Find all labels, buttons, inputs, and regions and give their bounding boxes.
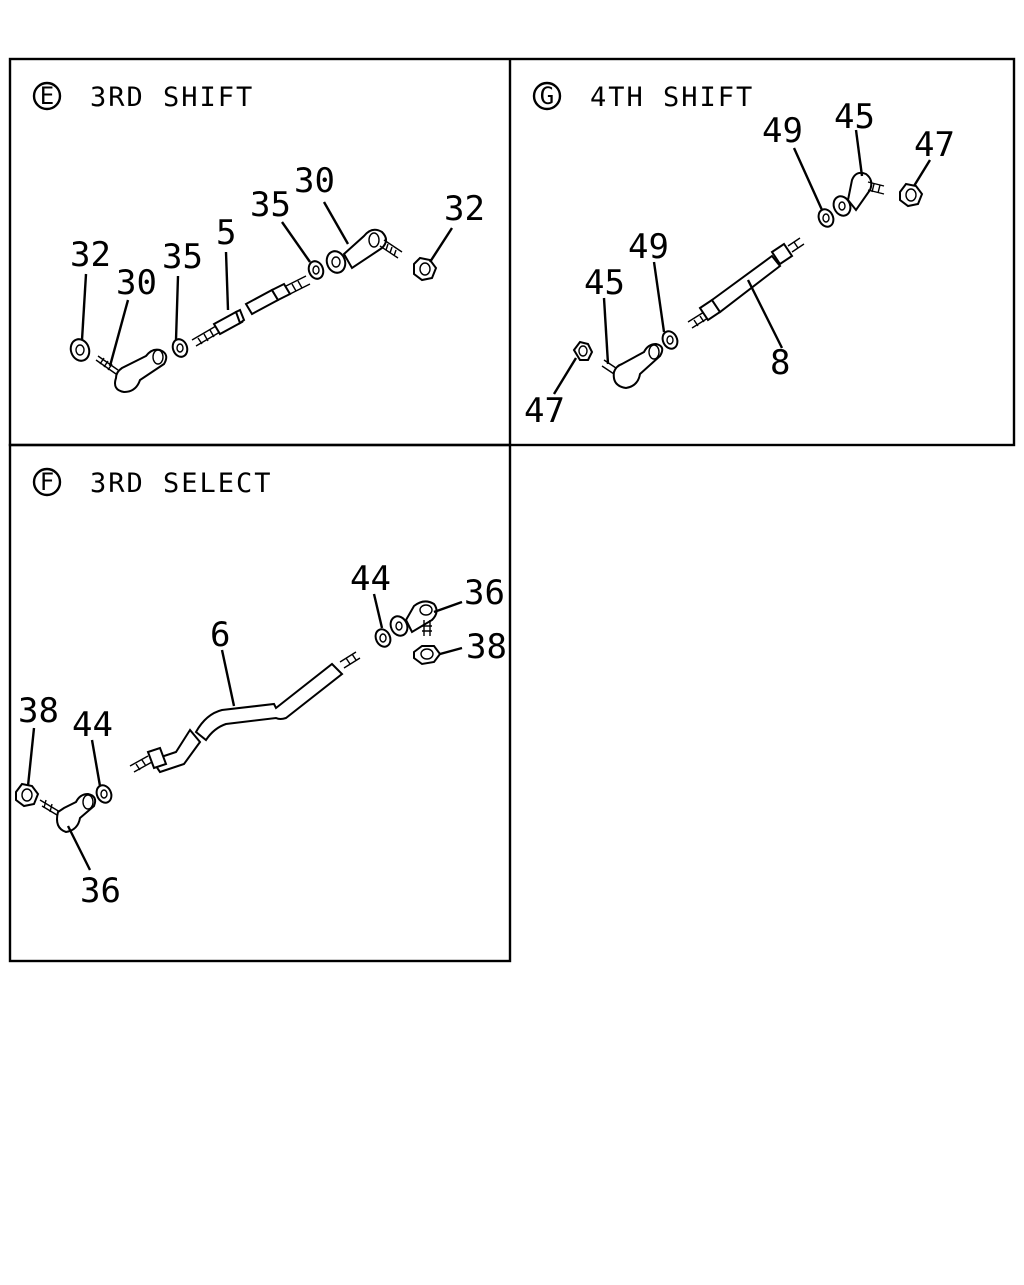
label-45-left: 45	[584, 263, 625, 303]
panel-f-letter: F	[40, 468, 54, 496]
panel-e-circle-icon	[32, 81, 62, 111]
panel-f-parts	[15, 600, 442, 834]
panel-f-3rd-select: F 3RD SELECT	[15, 467, 507, 911]
label-49-mid: 49	[628, 227, 669, 267]
label-32-left: 32	[70, 235, 111, 275]
panel-f-circle-icon	[32, 467, 62, 497]
rod-end-36-left	[39, 792, 97, 834]
label-44-top: 44	[350, 559, 391, 599]
label-47-top: 47	[914, 125, 955, 165]
rod-end-30-left	[95, 348, 168, 394]
panel-g-parts	[572, 171, 924, 390]
panel-e-header: E 3RD SHIFT	[32, 81, 254, 113]
rod-8	[687, 237, 805, 329]
panel-g-title: 4TH SHIFT	[590, 82, 754, 113]
rod-5	[191, 275, 311, 347]
panel-e-letter: E	[40, 82, 54, 110]
panel-g-header: G 4TH SHIFT	[532, 81, 754, 113]
label-35-right: 35	[250, 185, 291, 225]
label-38-left: 38	[18, 691, 59, 731]
nut-32-right	[413, 256, 438, 282]
panel-frames	[8, 57, 1016, 963]
label-44-left: 44	[72, 705, 113, 745]
panel-f-labels: 44 36 6 38 38 44 36	[18, 559, 507, 911]
label-36-top: 36	[464, 573, 505, 613]
panel-f-leaders	[26, 593, 463, 871]
label-49-top: 49	[762, 111, 803, 151]
label-47-bottom: 47	[524, 391, 565, 431]
label-36-bottom: 36	[80, 871, 121, 911]
nut-35-right	[307, 260, 325, 280]
label-6: 6	[210, 615, 230, 655]
rod-end-30-right	[325, 228, 403, 274]
panel-e-3rd-shift: E 3RD SHIFT	[32, 81, 485, 394]
nut-47-left	[572, 340, 594, 361]
nut-44-right	[374, 628, 392, 648]
label-5: 5	[216, 213, 236, 253]
rod-end-36-right	[389, 600, 438, 637]
panel-f-header: F 3RD SELECT	[32, 467, 273, 499]
label-30-right: 30	[294, 161, 335, 201]
panel-g-4th-shift: G 4TH SHIFT	[524, 81, 955, 431]
panel-e-leaders	[80, 201, 454, 367]
rod-end-45-right	[832, 171, 885, 217]
panel-g-letter: G	[540, 82, 554, 110]
panel-g-circle-icon	[532, 81, 562, 111]
rod-6	[129, 651, 361, 774]
label-30-left: 30	[116, 263, 157, 303]
label-35-left: 35	[162, 237, 203, 277]
nut-35-left	[171, 338, 189, 358]
panel-g-labels: 49 45 47 49 45 8 47	[524, 97, 955, 431]
panel-e-title: 3RD SHIFT	[90, 82, 254, 113]
rod-end-45-left	[601, 342, 664, 390]
nut-38-left	[15, 782, 40, 808]
panel-g-leaders	[552, 129, 932, 395]
label-32-right: 32	[444, 189, 485, 229]
nut-49-right	[817, 208, 835, 228]
nut-38-right	[413, 645, 442, 666]
nut-44-left	[95, 784, 113, 804]
panel-e-labels: 32 30 35 5 35 30 32	[70, 161, 485, 303]
nut-32-left	[69, 338, 91, 362]
label-38-right: 38	[466, 627, 507, 667]
label-45-top: 45	[834, 97, 875, 137]
label-8: 8	[770, 343, 790, 383]
nut-49-left	[661, 330, 679, 350]
panel-f-title: 3RD SELECT	[90, 468, 273, 499]
panel-e-parts	[69, 228, 438, 394]
nut-47-right	[899, 182, 924, 208]
